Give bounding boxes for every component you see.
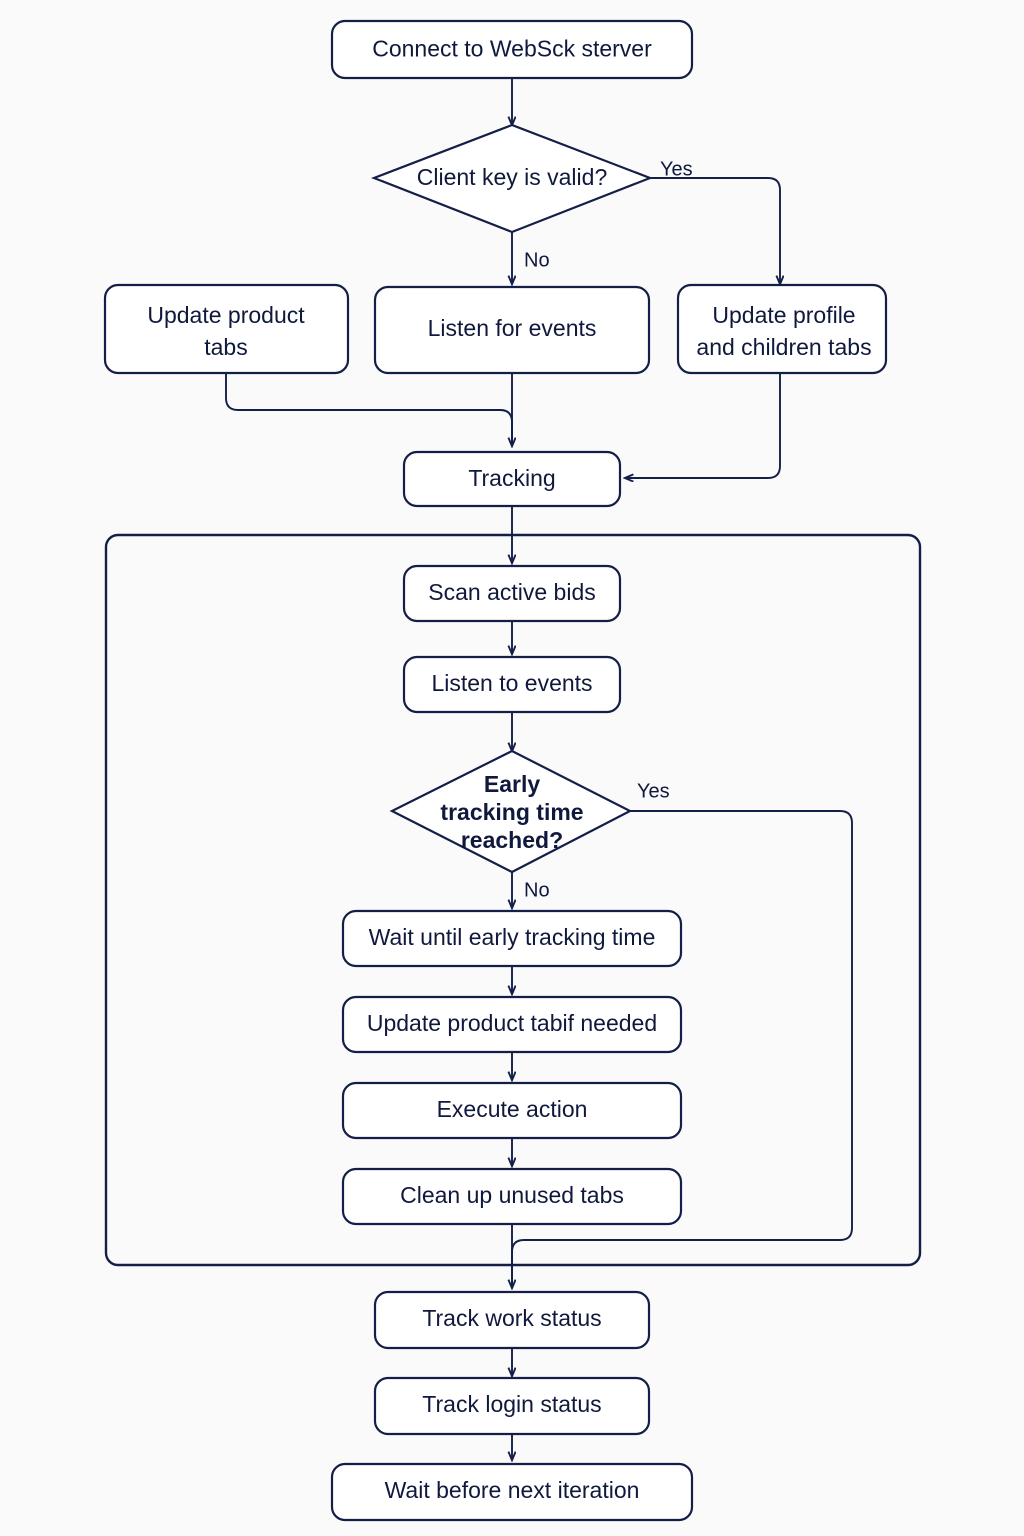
node-connect-to-websocket-server[interactable]: Connect to WebSck sterver xyxy=(330,19,694,80)
node-wait-next-iteration-label: Wait before next iteration xyxy=(385,1477,640,1503)
edge-label-client-key-yes: Yes xyxy=(660,158,693,180)
edge-label-early-tracking-no: No xyxy=(524,879,550,901)
node-update-product-tabs[interactable]: Update product tabs xyxy=(103,283,350,375)
node-listen-to-events[interactable]: Listen to events xyxy=(402,655,622,714)
node-early-tracking-label-line3: reached? xyxy=(461,827,563,853)
node-tracking-shape xyxy=(402,450,622,508)
node-track-work-status[interactable]: Track work status xyxy=(373,1290,651,1350)
node-execute-action-shape xyxy=(341,1081,683,1140)
node-clean-up-tabs-shape xyxy=(341,1167,683,1226)
node-update-product-tabs-label-line1: Update product xyxy=(147,302,305,328)
node-tracking-label: Tracking xyxy=(468,465,555,491)
node-early-tracking-shape xyxy=(389,749,633,874)
node-client-key-shape xyxy=(370,123,654,234)
node-update-profile-label-line2: and children tabs xyxy=(696,334,871,360)
node-track-work-status-label: Track work status xyxy=(422,1305,601,1331)
node-track-login-status-label: Track login status xyxy=(422,1391,601,1417)
node-update-product-tab-if-needed[interactable]: Update product tabif needed xyxy=(341,995,683,1054)
loop-container xyxy=(104,533,922,1267)
node-update-product-tabs-label-line2: tabs xyxy=(204,334,247,360)
node-scan-active-bids-label: Scan active bids xyxy=(428,579,595,605)
node-update-profile-shape xyxy=(676,283,888,375)
node-clean-up-tabs-label: Clean up unused tabs xyxy=(400,1182,624,1208)
node-wait-next-iteration-shape xyxy=(330,1462,694,1522)
edge-label-client-key-no: No xyxy=(524,249,550,271)
node-wait-until-early-tracking-time[interactable]: Wait until early tracking time xyxy=(341,909,683,968)
node-listen-for-events-label: Listen for events xyxy=(428,315,597,341)
node-connect-shape xyxy=(330,19,694,80)
node-listen-for-events[interactable]: Listen for events xyxy=(373,285,651,375)
node-client-key-label: Client key is valid? xyxy=(417,164,607,190)
node-track-login-status-shape xyxy=(373,1376,651,1436)
node-track-work-status-shape xyxy=(373,1290,651,1350)
edge-update-product-tabs-to-tracking xyxy=(225,373,513,446)
node-update-product-tabs-shape xyxy=(103,283,350,375)
node-listen-to-events-label: Listen to events xyxy=(431,670,592,696)
node-update-product-tabif-shape xyxy=(341,995,683,1054)
node-execute-action[interactable]: Execute action xyxy=(341,1081,683,1140)
node-track-login-status[interactable]: Track login status xyxy=(373,1376,651,1436)
node-listen-for-events-shape xyxy=(373,285,651,375)
node-clean-up-unused-tabs[interactable]: Clean up unused tabs xyxy=(341,1167,683,1226)
node-wait-before-next-iteration[interactable]: Wait before next iteration xyxy=(330,1462,694,1522)
node-update-product-tabif-label: Update product tabif needed xyxy=(367,1010,657,1036)
node-early-tracking-time-reached[interactable]: Early tracking time reached? xyxy=(389,749,633,874)
node-update-profile-label-line1: Update profile xyxy=(712,302,855,328)
edge-client-key-yes-to-update-profile xyxy=(650,177,780,284)
node-early-tracking-label-line1: Early xyxy=(484,771,540,797)
node-listen-to-events-shape xyxy=(402,655,622,714)
edge-early-tracking-yes-loopback xyxy=(511,810,853,1288)
node-early-tracking-label-line2: tracking time xyxy=(440,799,583,825)
node-scan-active-bids-shape xyxy=(402,564,622,623)
node-tracking[interactable]: Tracking xyxy=(402,450,622,508)
node-wait-until-early-label: Wait until early tracking time xyxy=(369,924,656,950)
node-scan-active-bids[interactable]: Scan active bids xyxy=(402,564,622,623)
edge-label-early-tracking-yes: Yes xyxy=(637,780,670,802)
node-update-profile-and-children-tabs[interactable]: Update profile and children tabs xyxy=(676,283,888,375)
node-connect-label: Connect to WebSck sterver xyxy=(372,36,652,62)
node-client-key-is-valid[interactable]: Client key is valid? xyxy=(370,123,654,234)
edge-update-profile-to-tracking xyxy=(625,373,781,478)
node-wait-until-early-shape xyxy=(341,909,683,968)
node-execute-action-label: Execute action xyxy=(437,1096,588,1122)
